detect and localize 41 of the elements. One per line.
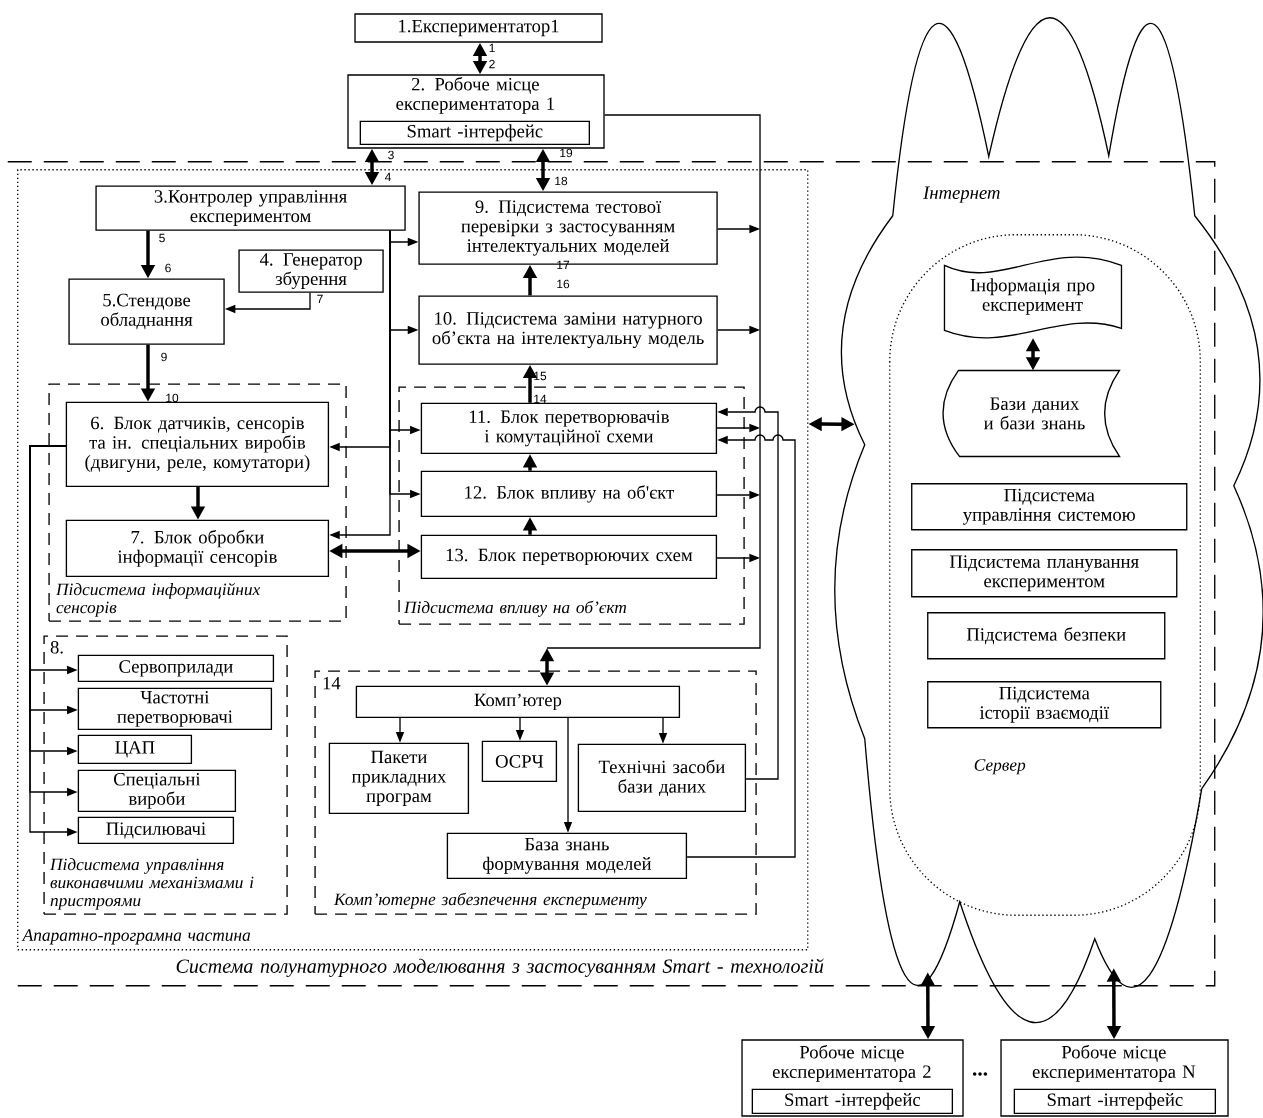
- process-box: Підсистема планування експериментом: [911, 549, 1178, 598]
- process-box: Підсистема управління системою: [911, 483, 1188, 531]
- callout-number: 6: [165, 263, 171, 273]
- arrow: [686, 434, 796, 858]
- callout-number: 18: [555, 176, 568, 186]
- process-box: Підсилювачі: [77, 816, 235, 845]
- process-box: Технічні засоби бази даних: [577, 743, 747, 813]
- process-box: 11. Блок перетворювачів і комутаційної схеми: [420, 402, 718, 455]
- experimenter-box: 1.Експериментатор1: [354, 13, 603, 43]
- process-box: Спеціальні вироби: [77, 769, 237, 813]
- callout-number: 15: [534, 371, 547, 381]
- process-box: 5.Стендове обладнання: [68, 278, 225, 345]
- callout-number: 2: [489, 59, 495, 69]
- process-box: 10. Підсистема заміни натурного об’єкта на інтелектуальну модель: [418, 295, 718, 365]
- process-box: ОСРЧ: [481, 740, 558, 783]
- process-box: ЦАП: [77, 734, 193, 765]
- process-box: База знань формування моделей: [446, 832, 688, 880]
- process-box: Комп’ютер: [355, 685, 681, 719]
- callout-number: 1: [489, 43, 495, 53]
- process-box: 7. Блок обробки інформації сенсорів: [65, 519, 330, 578]
- process-box: 12. Блок впливу на об'єкт: [420, 470, 718, 518]
- process-box: Частотні перетворювачі: [77, 687, 273, 731]
- callout-number: 19: [560, 148, 573, 158]
- process-box: 4. Генератор збурення: [238, 249, 384, 293]
- process-box: Пакети прикладних програм: [328, 742, 470, 815]
- process-box: Підсистема історії взаємодії: [927, 681, 1162, 729]
- callout-number: 16: [557, 279, 570, 289]
- callout-number: 14: [534, 394, 547, 404]
- interface-box: Smart -інтерфейс: [1013, 1088, 1217, 1114]
- process-box: Підсистема безпеки: [927, 612, 1166, 660]
- callout-number: 3: [388, 150, 394, 160]
- process-box: 6. Блок датчиків, сенсорів та ін. спеціальних виробів (двигуни, реле, комутатори): [65, 401, 330, 488]
- callout-number: 5: [159, 233, 165, 243]
- process-box: 13. Блок перетворюючих схем: [420, 534, 718, 580]
- process-box: Сервоприлади: [77, 654, 275, 683]
- interface-box: Smart -інтерфейс: [751, 1088, 953, 1114]
- callout-number: 4: [384, 172, 391, 182]
- interface-box: Smart -інтерфейс: [359, 120, 590, 145]
- process-box: 3.Контролер управління експериментом: [95, 185, 406, 231]
- ellipsis-mark: ...: [972, 1072, 988, 1076]
- callout-number: 7: [317, 294, 323, 304]
